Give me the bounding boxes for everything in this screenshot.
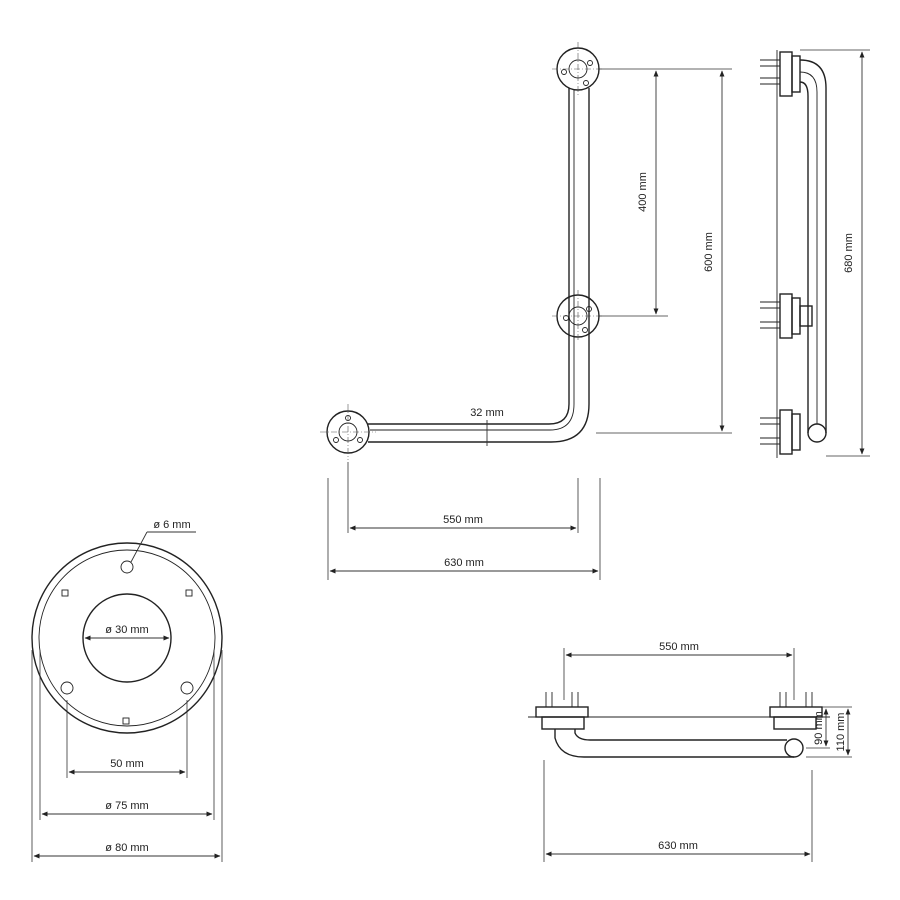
bottom-flange <box>320 404 376 460</box>
bolt-circle-label: ø 75 mm <box>105 800 148 812</box>
screw-hole-right <box>180 681 194 695</box>
front-height-label: 600 mm <box>703 232 715 272</box>
side-height-label: 680 mm <box>843 233 855 273</box>
l-tube <box>368 88 590 443</box>
flange-diameter-label: ø 80 mm <box>105 842 148 854</box>
top-offset-small-label: 90 mm <box>813 711 825 745</box>
flange-outer-circle <box>31 542 223 734</box>
side-view: 680 mm <box>760 49 870 458</box>
top-flange <box>552 42 604 96</box>
side-top-bracket <box>760 51 801 97</box>
top-offset-large-label: 110 mm <box>835 713 847 752</box>
vertical-spacing-label: 400 mm <box>637 172 649 212</box>
screw-hole-left <box>60 681 74 695</box>
center-hole-label: ø 30 mm <box>105 624 148 636</box>
inner-length-label: 550 mm <box>443 514 483 526</box>
center-hole <box>82 593 172 683</box>
top-left-mount <box>535 692 589 730</box>
outer-length-label: 630 mm <box>444 557 484 569</box>
top-outer-length-label: 630 mm <box>658 840 698 852</box>
side-middle-bracket <box>760 293 813 339</box>
screw-hole-top <box>120 560 134 574</box>
flange-detail: ø 6 mm ø 30 mm 50 mm ø 75 mm ø 80 mm <box>31 519 223 862</box>
top-view: 550 mm 90 mm 110 mm 630 mm <box>528 641 852 862</box>
side-bottom-bracket <box>760 409 827 455</box>
top-inner-length-label: 550 mm <box>659 641 699 653</box>
middle-flange <box>552 290 604 342</box>
hole-spacing-label: 50 mm <box>110 758 144 770</box>
tube-diameter-label: 32 mm <box>470 407 504 419</box>
front-view: 32 mm 400 mm 600 mm 550 mm 630 mm <box>320 42 732 580</box>
hole-diameter-label: ø 6 mm <box>153 519 190 531</box>
